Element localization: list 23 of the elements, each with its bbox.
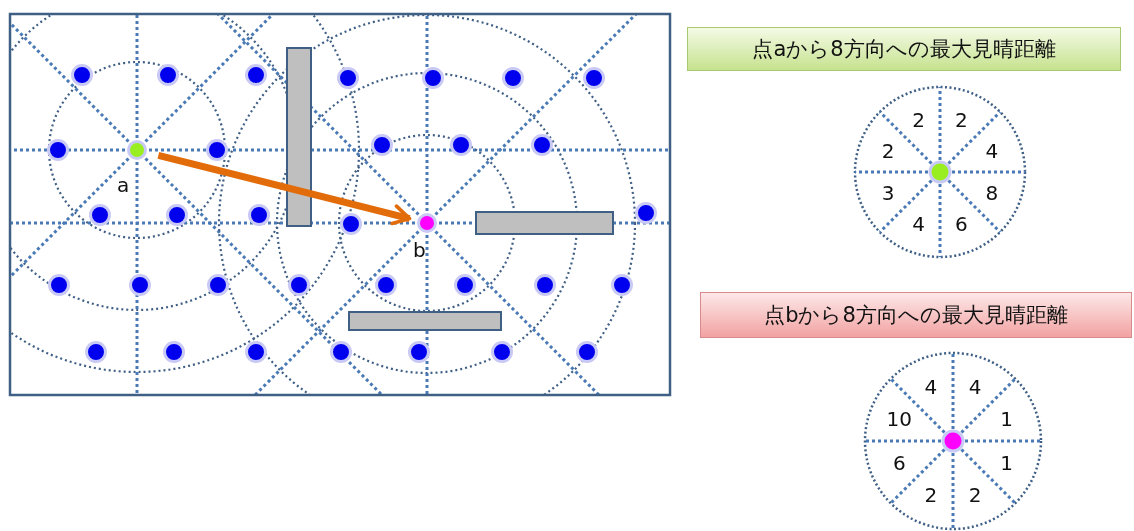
distance-value: 4 xyxy=(968,377,982,398)
distance-value: 4 xyxy=(924,377,938,398)
point-label: b xyxy=(413,240,426,260)
distance-value: 6 xyxy=(955,213,968,234)
distance-value: 1 xyxy=(1000,408,1013,429)
distance-value: 2 xyxy=(881,140,895,161)
distance-value: 2 xyxy=(924,484,938,505)
point-marker xyxy=(127,140,147,160)
distance-value: 4 xyxy=(985,140,999,161)
point-label: a xyxy=(117,175,130,195)
distance-value: 6 xyxy=(892,453,906,474)
point-marker xyxy=(417,213,437,233)
distance-value: 2 xyxy=(968,484,982,505)
distance-value: 4 xyxy=(912,213,925,234)
distance-value: 2 xyxy=(955,110,968,131)
distance-value: 1 xyxy=(1000,453,1013,474)
title-banner: 点aから8方向への最大見晴距離 xyxy=(687,27,1121,71)
arrow xyxy=(157,151,412,226)
title-banner: 点bから8方向への最大見晴距離 xyxy=(700,292,1132,338)
distance-value: 2 xyxy=(912,110,925,131)
distance-value: 10 xyxy=(886,408,913,429)
distance-value: 8 xyxy=(985,183,999,204)
distance-value: 3 xyxy=(881,183,895,204)
